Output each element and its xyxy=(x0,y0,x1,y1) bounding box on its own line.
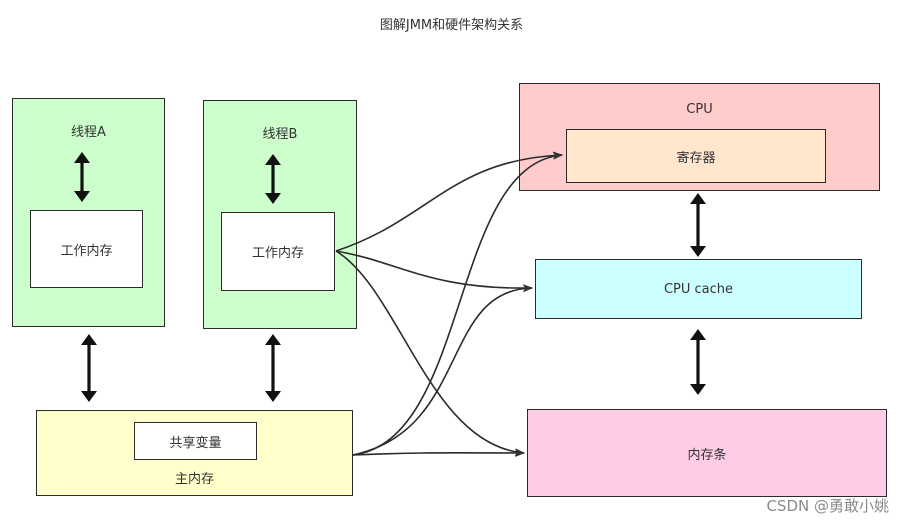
link-main-memory-to-ram xyxy=(352,448,525,457)
arrow-register-to-cpu-cache xyxy=(690,193,706,257)
arrow-cpu-cache-to-ram xyxy=(690,329,706,395)
work-memory-b-label: 工作内存 xyxy=(251,246,304,261)
thread-a-label: 线程A xyxy=(71,125,106,140)
link-main-memory-to-cpu-cache xyxy=(352,284,533,456)
work-memory-b-box: 工作内存 xyxy=(221,212,335,291)
arrow-thread-a-to-work-memory-a xyxy=(74,152,90,202)
link-work-memory-b-to-register xyxy=(335,151,563,252)
link-main-memory-to-register xyxy=(352,151,563,456)
arrow-thread-b-to-work-memory-b xyxy=(265,154,281,204)
diagram-title: 图解JMM和硬件架构关系 xyxy=(379,18,524,33)
work-memory-a-label: 工作内存 xyxy=(60,243,113,259)
shared-variable-label: 共享变量 xyxy=(169,435,222,451)
link-work-memory-b-to-cpu-cache xyxy=(335,250,533,293)
main-memory-label: 主内存 xyxy=(174,472,214,487)
watermark: CSDN @勇敢小姚 xyxy=(766,497,889,515)
ram-label: 内存条 xyxy=(687,447,727,463)
link-work-memory-b-to-ram xyxy=(335,250,525,457)
cpu-cache-label: CPU cache xyxy=(663,281,734,297)
arrow-thread-b-to-main-memory xyxy=(265,334,281,402)
register-label: 寄存器 xyxy=(676,150,716,166)
cpu-label: CPU xyxy=(686,102,713,117)
arrow-thread-a-to-main-memory xyxy=(81,334,97,402)
cpu-cache-box: CPU cache xyxy=(535,259,862,319)
ram-box: 内存条 xyxy=(527,409,887,497)
shared-variable-box: 共享变量 xyxy=(134,422,257,460)
register-box: 寄存器 xyxy=(566,129,826,183)
work-memory-a-box: 工作内存 xyxy=(30,210,143,288)
thread-b-label: 线程B xyxy=(262,127,298,142)
